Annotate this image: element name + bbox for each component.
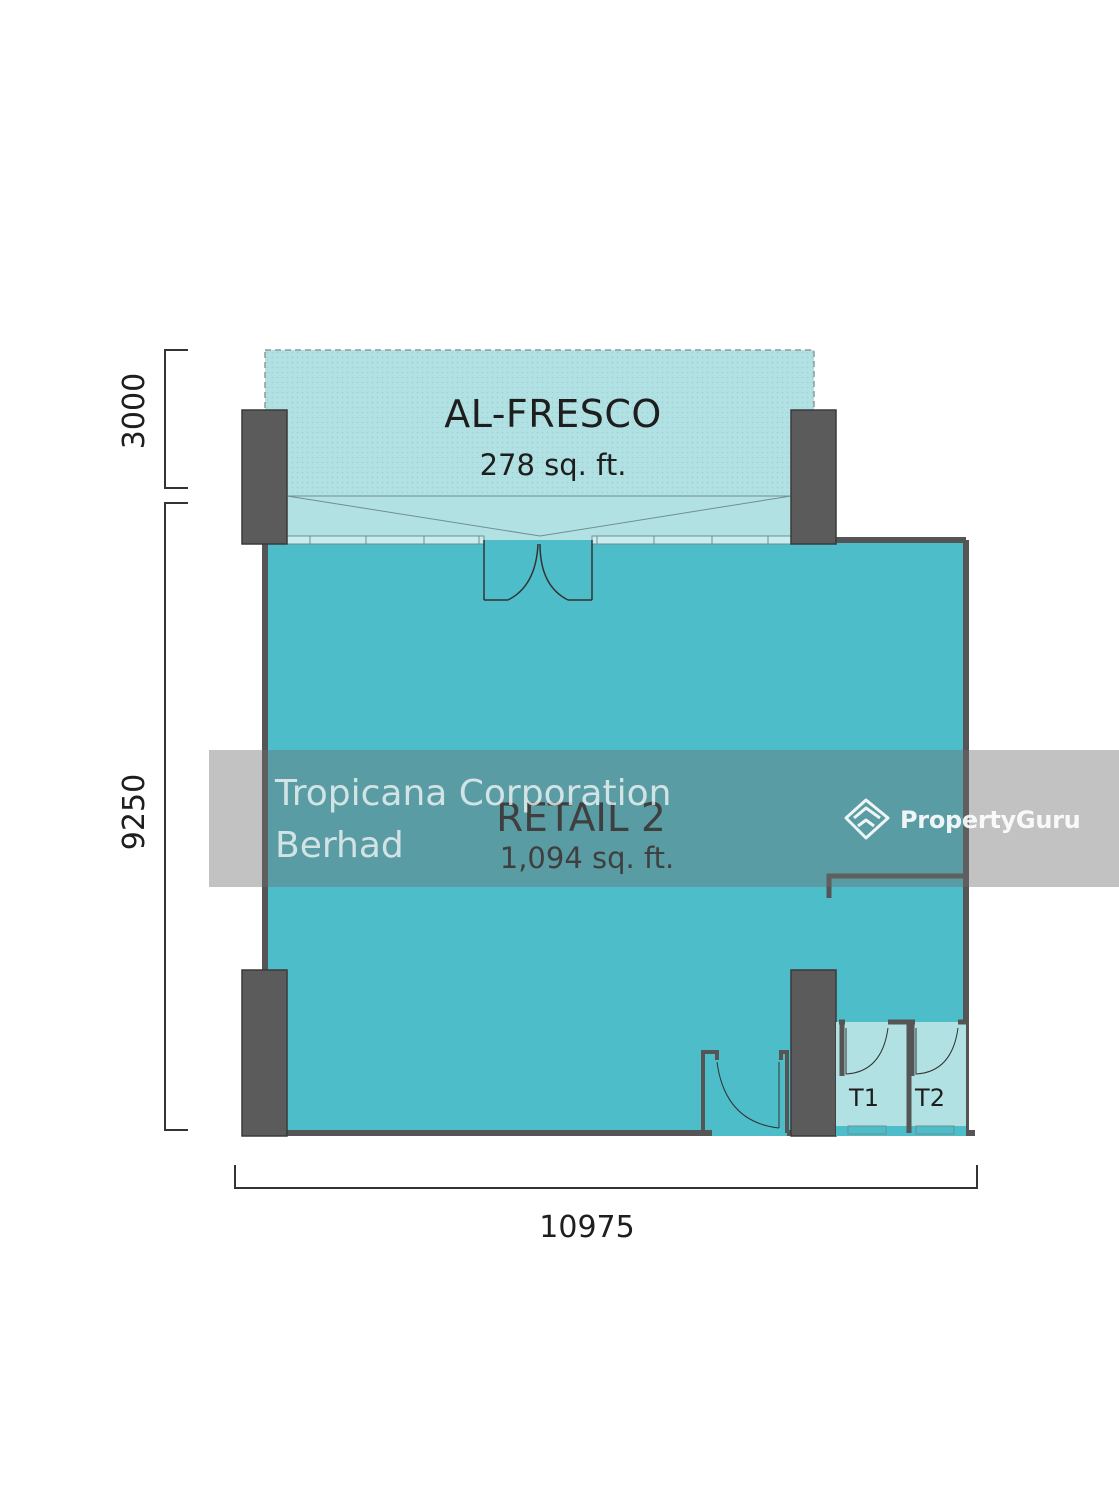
rear-door <box>701 1050 789 1136</box>
toilet-2-label: T2 <box>914 1084 945 1112</box>
alfresco-area-label: 278 sq. ft. <box>480 448 627 482</box>
dimension-lines <box>164 349 978 1189</box>
retail-title: RETAIL 2 <box>496 796 666 841</box>
dimension-retail-depth: 9250 <box>117 774 152 850</box>
toilet-1-label: T1 <box>848 1084 879 1112</box>
retail-area-label: 1,094 sq. ft. <box>500 841 674 875</box>
watermark-owner-line1: Tropicana Corporation <box>275 773 672 814</box>
propertyguru-logo-icon <box>844 798 890 840</box>
structural-columns <box>241 409 837 1137</box>
alfresco-entry-strip <box>287 496 791 541</box>
watermark-brand: PropertyGuru <box>842 796 1081 844</box>
watermark-band <box>209 750 1119 887</box>
watermark-owner-line2: Berhad <box>275 825 404 866</box>
dimension-total-width: 10975 <box>539 1210 634 1245</box>
alfresco-title: AL-FRESCO <box>444 392 662 436</box>
main-door <box>483 540 593 601</box>
watermark-owner: Tropicana Corporation Berhad <box>275 768 671 872</box>
alfresco-canopy-lines <box>286 495 792 537</box>
toilet-block <box>826 873 966 1136</box>
dimension-alfresco-depth: 3000 <box>117 373 152 449</box>
watermark-brand-name: PropertyGuru <box>900 806 1081 834</box>
